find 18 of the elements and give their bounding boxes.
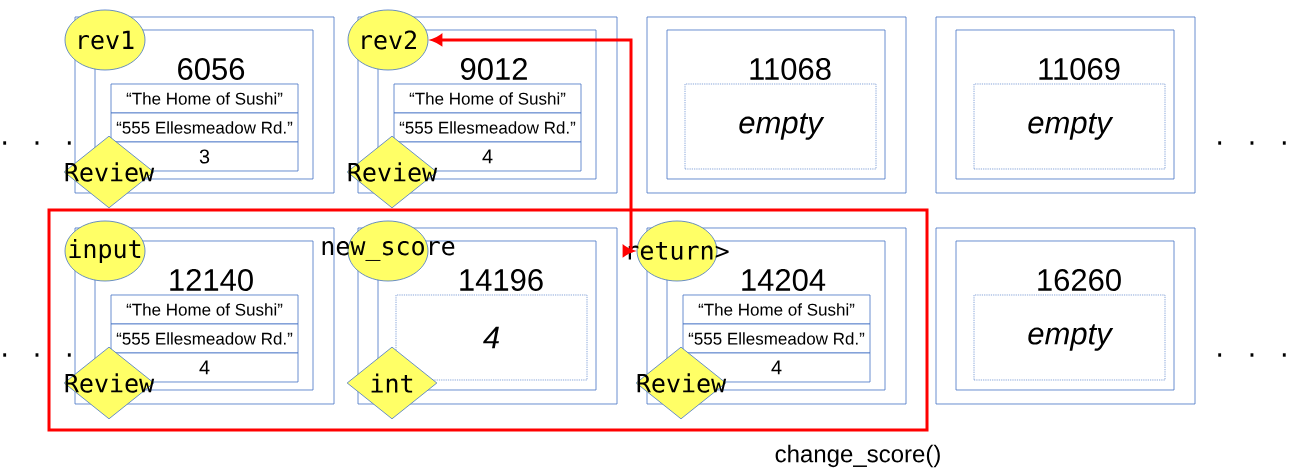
field-row: “555 Ellesmeadow Rd.” bbox=[682, 323, 871, 354]
field-row: “555 Ellesmeadow Rd.” bbox=[110, 323, 299, 354]
ellipsis: . . . bbox=[1218, 353, 1286, 357]
field-row: “The Home of Sushi” bbox=[110, 294, 299, 325]
field-row: “The Home of Sushi” bbox=[110, 83, 299, 114]
field-row: “555 Ellesmeadow Rd.” bbox=[393, 112, 582, 143]
value-box: empty bbox=[973, 83, 1166, 170]
memory-cell bbox=[646, 16, 907, 194]
field-row: “The Home of Sushi” bbox=[393, 83, 582, 114]
node-label: change_score() bbox=[775, 444, 940, 468]
memory-cell bbox=[935, 227, 1196, 405]
memory-cell bbox=[935, 16, 1196, 194]
field-row: “The Home of Sushi” bbox=[682, 294, 871, 325]
arrow bbox=[431, 34, 634, 257]
value-box: empty bbox=[973, 294, 1166, 381]
ellipsis: . . . bbox=[1218, 141, 1286, 145]
field-row: “555 Ellesmeadow Rd.” bbox=[110, 112, 299, 143]
value-box: empty bbox=[684, 83, 877, 170]
